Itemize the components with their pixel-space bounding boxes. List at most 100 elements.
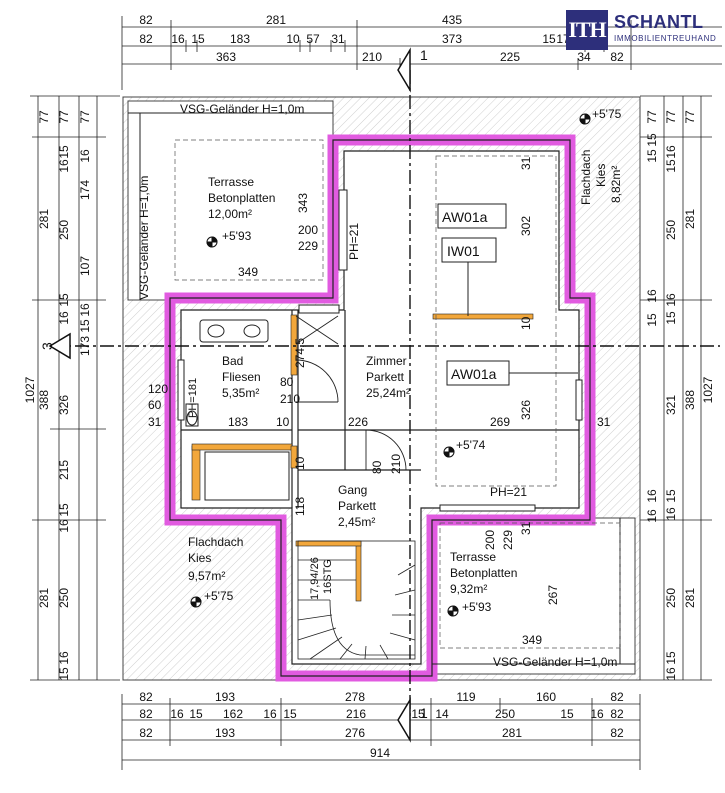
dim-bottom-1: 82 <box>139 690 153 704</box>
dim-right-10: 16 <box>664 293 678 307</box>
dim-left-1: 77 <box>37 110 51 124</box>
stairs <box>297 540 416 660</box>
ph-bath: PH=181 <box>187 378 199 418</box>
dim-top-8: 10 <box>286 32 300 46</box>
inner-dim-274: 274,5 <box>293 338 307 368</box>
dim-bottom-10: 162 <box>223 707 243 721</box>
inner-dim-10b: 10 <box>276 415 290 429</box>
inner-dim-31d: 31 <box>519 521 533 535</box>
dim-top-15: 210 <box>362 50 382 64</box>
dim-left-20: 16 <box>78 149 92 163</box>
section-mark-left: 3 <box>39 342 55 350</box>
dim-left-12: 326 <box>57 395 71 415</box>
right-dimension-texts: 77 281 1027 388 281 77 16 15 250 16 15 3… <box>645 110 715 681</box>
dim-left-14: 16 <box>57 519 71 533</box>
dim-left-22: 107 <box>78 256 92 276</box>
dim-right-12: 321 <box>664 395 678 415</box>
room-labels: VSG-Geländer H=1,0m VSG-Geländer H=1,0m … <box>137 102 623 669</box>
dim-right-14: 16 <box>664 507 678 521</box>
bath-floor: Fliesen <box>222 370 261 384</box>
dim-bottom-total: 914 <box>370 746 390 760</box>
terrace-bottom-height: 267 <box>546 585 560 605</box>
bath-area: 5,35m² <box>222 386 259 400</box>
brand-subtitle: IMMOBILIENTREUHAND <box>614 34 717 43</box>
bath-fixtures <box>185 319 290 501</box>
dim-bottom-6: 82 <box>610 690 624 704</box>
left-dimension-lines <box>30 95 120 681</box>
terrace-top-area: 12,00m² <box>208 207 252 221</box>
room-floor: Parkett <box>366 370 405 384</box>
dim-right-4: 388 <box>683 390 697 410</box>
right-dimension-lines <box>640 95 712 681</box>
inner-dim-229a: 229 <box>298 239 318 253</box>
dim-top-5: 16 <box>171 32 185 46</box>
dim-left-21: 174 <box>78 180 92 200</box>
inner-dim-118: 118 <box>293 497 307 516</box>
inner-dim-226: 226 <box>348 415 368 429</box>
dim-bottom-9: 15 <box>189 707 203 721</box>
dim-bottom-23: 281 <box>502 726 522 740</box>
inner-dim-200b: 200 <box>483 530 497 550</box>
dim-bottom-18: 16 <box>590 707 604 721</box>
inner-dim-210b: 210 <box>389 454 403 474</box>
inner-dim-80a: 80 <box>280 375 294 389</box>
windows <box>177 189 583 512</box>
flat-roof-top-area: 8,82m² <box>609 166 623 203</box>
dim-top-14: 363 <box>216 50 236 64</box>
flat-roof-top-name: Flachdach <box>579 150 593 205</box>
dim-right-5: 281 <box>683 588 697 608</box>
dim-right-7: 16 <box>664 145 678 159</box>
dim-right-19: 15 <box>645 133 659 147</box>
inner-dim-269: 269 <box>490 415 510 429</box>
dim-top-2: 281 <box>266 13 286 27</box>
dim-bottom-21: 193 <box>215 726 235 740</box>
dim-top-16: 225 <box>500 50 520 64</box>
inner-dim-200a: 200 <box>298 223 318 237</box>
dim-left-7: 15 <box>57 145 71 159</box>
hall-name: Gang <box>338 483 367 497</box>
dim-right-9: 250 <box>664 220 678 240</box>
terrace-top-level: +5'93 <box>222 229 252 243</box>
dim-bottom-24: 82 <box>610 726 624 740</box>
flat-roof-bottom-name: Flachdach <box>188 535 243 549</box>
dim-left-5: 281 <box>37 588 51 608</box>
dim-right-23: 16 <box>645 489 659 503</box>
dim-bottom-8: 16 <box>170 707 184 721</box>
dim-top-9: 57 <box>306 32 320 46</box>
dim-left-25: 15 <box>78 319 92 333</box>
dim-top-12: 15 <box>542 32 556 46</box>
bottom-dimension-lines <box>121 694 641 770</box>
brand-name: SCHANTL <box>614 12 704 32</box>
room-area: 25,24m² <box>366 386 410 400</box>
dim-top-1: 82 <box>139 13 153 27</box>
dim-right-2: 281 <box>683 209 697 229</box>
dim-right-11: 15 <box>664 311 678 325</box>
dim-bottom-11: 16 <box>263 707 277 721</box>
terrace-bottom-name: Terrasse <box>450 550 496 564</box>
dim-left-8: 16 <box>57 159 71 173</box>
dim-left-9: 250 <box>57 220 71 240</box>
dim-left-11: 16 <box>57 311 71 325</box>
terrace-top-floor: Betonplatten <box>208 191 275 205</box>
dim-bottom-22: 276 <box>345 726 365 740</box>
inner-dim-10c: 10 <box>293 456 307 470</box>
dim-top-4: 82 <box>139 32 153 46</box>
dim-right-6: 77 <box>664 110 678 124</box>
level-markers <box>190 113 591 617</box>
section-markers: 1 1 3 <box>39 47 428 743</box>
terrace-bottom-width: 349 <box>522 633 542 647</box>
dim-left-4: 388 <box>37 390 51 410</box>
iw01: IW01 <box>447 243 480 259</box>
room-level: +5'74 <box>456 438 486 452</box>
dim-right-22: 15 <box>645 313 659 327</box>
dim-right-16: 15 <box>664 651 678 665</box>
railing-left: VSG-Geländer H=1,0m <box>137 176 151 300</box>
inner-dim-302: 302 <box>519 216 533 236</box>
inner-dim-60: 60 <box>148 398 162 412</box>
aw01a-top: AW01a <box>442 209 488 225</box>
inner-dim-31a: 31 <box>519 156 533 170</box>
inner-dimension-texts: 200 229 302 31 10 274,5 80 210 120 60 31… <box>148 156 611 550</box>
dim-left-23: 16 <box>78 303 92 317</box>
flat-roof-bottom-area: 9,57m² <box>188 569 225 583</box>
